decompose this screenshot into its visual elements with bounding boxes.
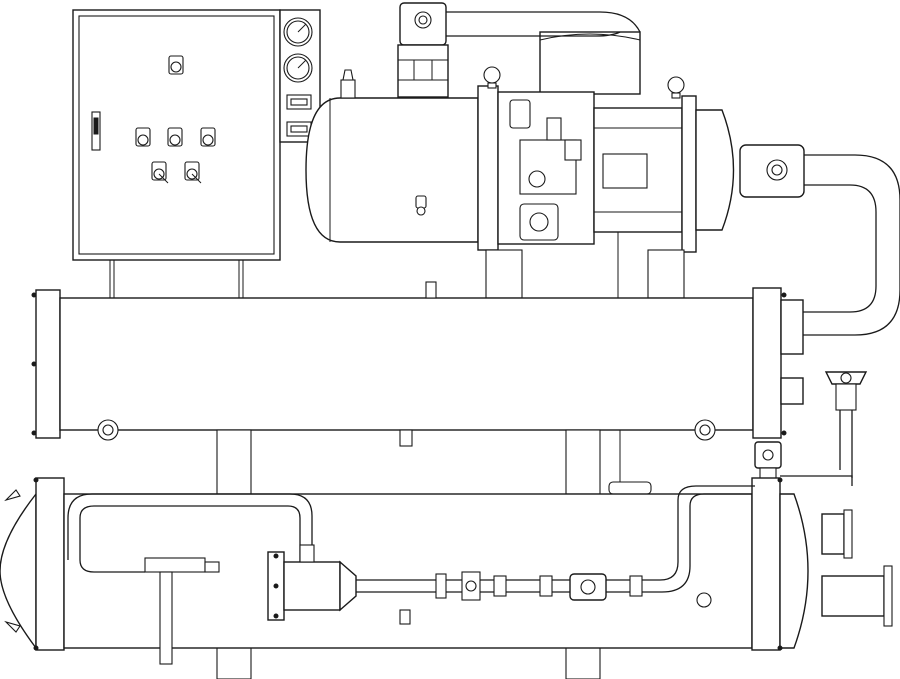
condenser-shell (31, 281, 804, 447)
suction-valve (739, 144, 900, 336)
control-panel (72, 9, 281, 325)
economizer-pipe (67, 493, 313, 665)
filter-drier (267, 544, 357, 621)
ball-valve (569, 573, 607, 601)
panel-knob (200, 127, 216, 147)
lifting-eye (483, 66, 501, 84)
evaporator-shell (0, 477, 893, 651)
panel-knob (167, 127, 183, 147)
discharge-valve (397, 2, 641, 98)
sight-glass (461, 571, 481, 601)
oil-separator (305, 69, 479, 243)
lifting-eye (667, 76, 685, 94)
panel-switch (184, 161, 202, 184)
liquid-line (356, 475, 853, 601)
screw-compressor (477, 31, 735, 299)
expansion-valve (824, 371, 868, 478)
panel-knob (135, 127, 151, 147)
panel-knob (168, 55, 184, 75)
panel-switch (151, 161, 169, 184)
solenoid-valve (754, 441, 782, 483)
